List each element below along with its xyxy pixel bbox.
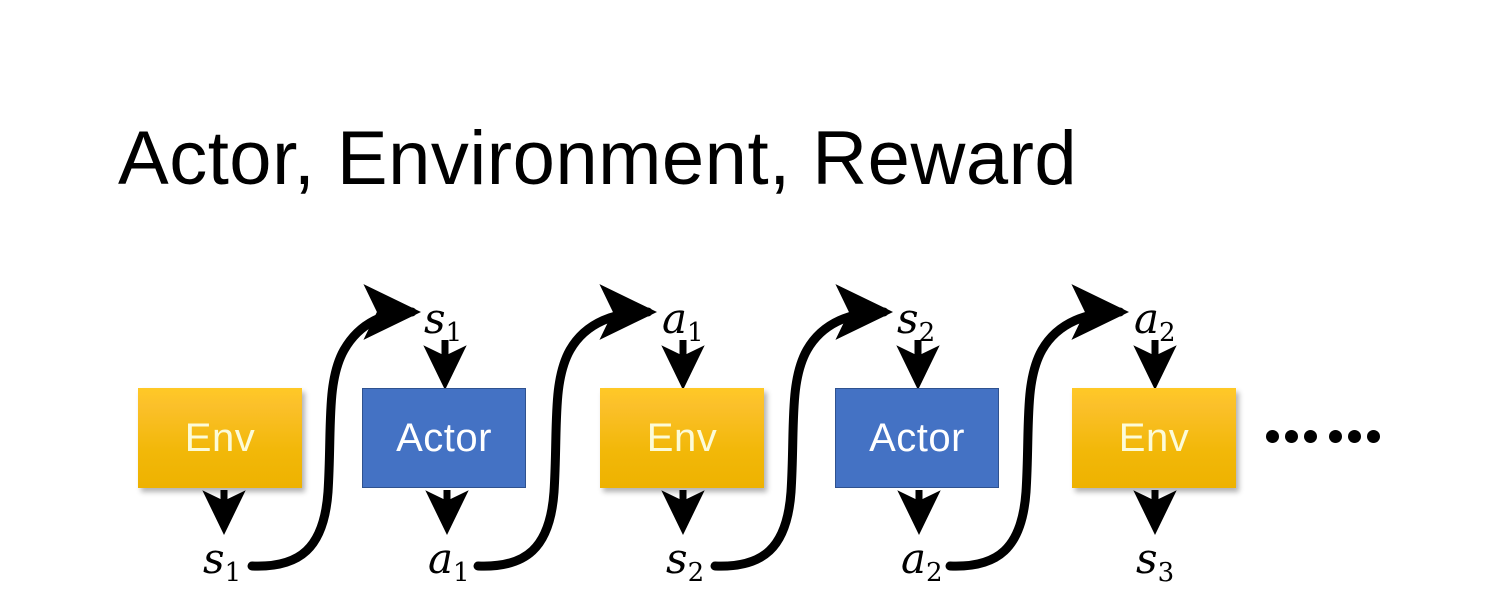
node-box-env-2[interactable]: Env <box>600 388 764 488</box>
symbol-bottom-a2: a2 <box>901 538 943 586</box>
symbol-top-s2: s2 <box>897 298 935 346</box>
symbol-subscript: 2 <box>926 557 943 588</box>
symbol-base: a <box>428 534 454 583</box>
symbol-bottom-s1: s1 <box>203 538 241 586</box>
symbol-base: s <box>203 534 225 583</box>
ellipsis-dot <box>1329 430 1342 443</box>
ellipsis-dot <box>1304 430 1317 443</box>
node-label: Env <box>646 416 718 460</box>
arrows-out-of-boxes <box>202 490 1177 535</box>
node-box-actor-1[interactable]: Actor <box>362 388 526 488</box>
symbol-top-s1: s1 <box>424 298 462 346</box>
symbol-base: s <box>897 294 919 343</box>
symbol-bottom-s3: s3 <box>1136 538 1174 586</box>
arrows-into-boxes <box>423 340 1177 390</box>
symbol-subscript: 1 <box>453 557 470 588</box>
ellipsis-dot <box>1285 430 1298 443</box>
node-box-env-1[interactable]: Env <box>138 388 302 488</box>
node-box-env-3[interactable]: Env <box>1072 388 1236 488</box>
symbol-subscript: 3 <box>1157 557 1175 588</box>
symbol-subscript: 2 <box>1159 317 1176 348</box>
symbol-bottom-s2: s2 <box>666 538 704 586</box>
symbol-base: a <box>1134 294 1160 343</box>
ellipsis-dot <box>1266 430 1279 443</box>
node-label: Actor <box>869 416 965 460</box>
symbol-base: s <box>666 534 688 583</box>
continuation-ellipsis <box>1266 430 1380 443</box>
symbol-subscript: 1 <box>445 317 463 348</box>
symbol-base: a <box>901 534 927 583</box>
ellipsis-dot <box>1367 430 1380 443</box>
symbol-subscript: 1 <box>224 557 242 588</box>
node-label: Env <box>184 416 256 460</box>
symbol-subscript: 2 <box>687 557 705 588</box>
symbol-bottom-a1: a1 <box>428 538 470 586</box>
symbol-base: s <box>424 294 446 343</box>
node-box-actor-2[interactable]: Actor <box>835 388 999 488</box>
ellipsis-dot <box>1348 430 1361 443</box>
page-title: Actor, Environment, Reward <box>118 116 1078 201</box>
symbol-subscript: 1 <box>687 317 704 348</box>
symbol-top-a2: a2 <box>1134 298 1176 346</box>
symbol-base: s <box>1136 534 1158 583</box>
symbol-top-a1: a1 <box>662 298 704 346</box>
symbol-subscript: 2 <box>918 317 936 348</box>
node-label: Env <box>1118 416 1190 460</box>
node-label: Actor <box>396 416 492 460</box>
symbol-base: a <box>662 294 688 343</box>
